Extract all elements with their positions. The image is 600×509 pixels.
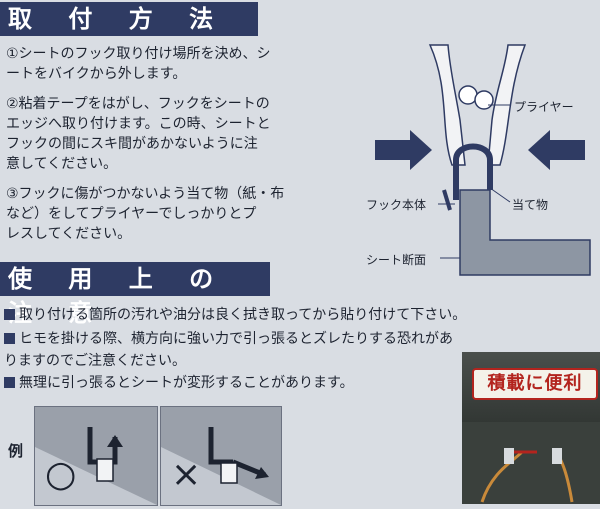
press-arrow-right-icon: [528, 130, 585, 170]
example-label: 例: [8, 442, 24, 460]
step-3: ③フックに傷がつかないよう当て物（紙・布 など）をしてプライヤーでしっかりとプ …: [6, 186, 285, 242]
label-plier: プライヤー: [514, 100, 574, 114]
plier-pivot: [458, 85, 478, 105]
bullet-square-icon: [4, 309, 15, 320]
section-title-cautions: 使 用 上 の 注 意: [0, 262, 270, 327]
label-pad: 当て物: [512, 198, 549, 212]
step-2: ②粘着テープをはがし、フックをシートの エッジへ取り付けます。この時、シートと …: [6, 96, 271, 172]
caution-3: 無理に引っ張るとシートが変形することがあります。: [4, 372, 354, 394]
bullet-square-icon: [4, 377, 15, 388]
caution-1: 取り付ける箇所の汚れや油分は良く拭き取ってから貼り付けて下さい。: [4, 304, 466, 326]
hook-body: [442, 189, 452, 211]
bad-mark-icon: ×: [171, 454, 202, 495]
example-good-illustration: [35, 427, 157, 505]
section-title-installation: 取 付 方 法: [0, 2, 258, 36]
bullet-square-icon: [4, 333, 15, 344]
example-good-panel: ○: [34, 406, 158, 506]
step-1: ①シートのフック取り付け場所を決め、シ ートをバイクから外します。: [6, 46, 271, 82]
badge-convenient-loading: 積載に便利: [472, 368, 598, 400]
hook-body: [453, 143, 493, 200]
example-bad-panel: ×: [160, 406, 282, 506]
press-arrow-left-icon: [375, 130, 432, 170]
label-hook-body: フック本体: [366, 198, 427, 212]
example-bad-illustration: [161, 427, 281, 505]
plier-pivot: [474, 90, 494, 110]
caution-2: ヒモを掛ける際、横方向に強い力で引っ張るとズレたりする恐れがあ りますのでご注意…: [4, 331, 453, 369]
installation-diagram: [375, 44, 591, 276]
photo-illustration: [462, 422, 600, 504]
plier-jaw-left: [428, 44, 466, 166]
label-seat-section: シート断面: [366, 253, 427, 267]
good-mark-icon: ○: [45, 454, 77, 495]
